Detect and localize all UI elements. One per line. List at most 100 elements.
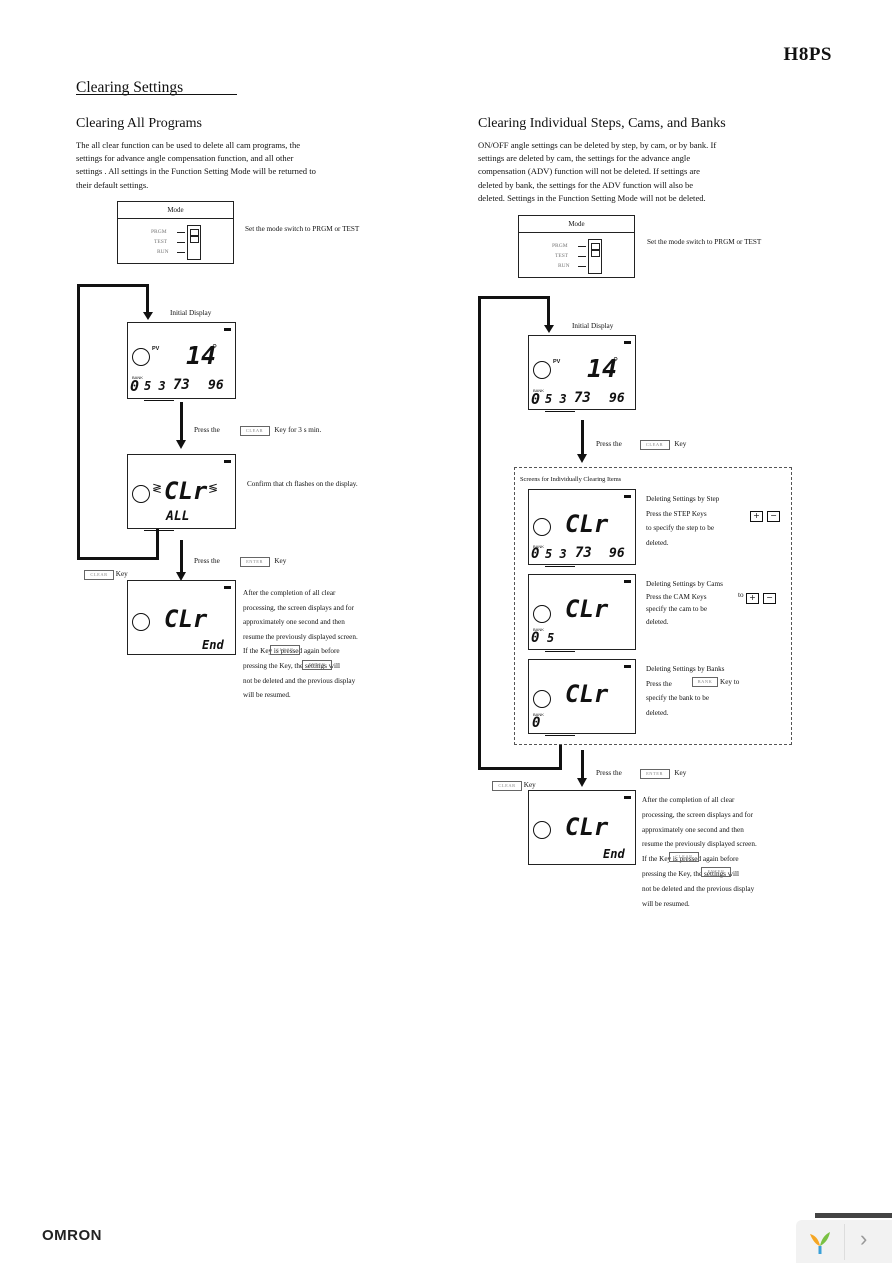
step2-suffix: Key bbox=[674, 769, 687, 777]
left-intro-line: settings . All settings in the Function … bbox=[76, 166, 316, 177]
step-keys: + − bbox=[750, 505, 780, 523]
cam-keys: + − bbox=[746, 587, 776, 605]
enter-key[interactable]: ENTER bbox=[639, 769, 670, 779]
bank-label: BANK bbox=[132, 375, 143, 380]
loop-line bbox=[478, 296, 481, 770]
loop-line bbox=[156, 528, 159, 560]
dial-icon bbox=[132, 485, 150, 503]
minus-key[interactable]: − bbox=[763, 593, 776, 604]
battery-icon bbox=[224, 328, 231, 331]
dial-icon bbox=[533, 361, 551, 379]
bank-key[interactable]: BANK bbox=[692, 677, 718, 687]
initial-display-label: Initial Display bbox=[170, 309, 212, 317]
lcd-clr-text: CLr bbox=[164, 605, 208, 633]
clear-key[interactable]: CLEAR bbox=[492, 781, 522, 791]
flash-indicator-icon: ≶ bbox=[208, 481, 219, 495]
arrow-down-icon bbox=[577, 454, 587, 463]
lcd-clr-text: CLr bbox=[565, 680, 609, 708]
arrow-down-icon bbox=[544, 325, 554, 333]
after-line: processing, the screen displays and for bbox=[243, 603, 354, 612]
minus-key[interactable]: − bbox=[767, 511, 780, 522]
nav-bar-strip bbox=[815, 1213, 892, 1218]
by-bank-line: Deleting Settings by Banks bbox=[646, 665, 725, 673]
flash-indicator-icon: ≷ bbox=[152, 481, 163, 495]
step1-prefix: Press the bbox=[596, 440, 622, 448]
step1-suffix: Key bbox=[674, 440, 687, 448]
mode-run-label: RUN bbox=[558, 263, 570, 269]
arrow-down-icon bbox=[176, 440, 186, 449]
step1-text: Press the CLEAR Key bbox=[596, 439, 686, 450]
enter-key[interactable]: ENTER bbox=[701, 867, 731, 877]
mode-test-label: TEST bbox=[154, 239, 168, 245]
battery-icon bbox=[624, 495, 631, 498]
battery-icon bbox=[624, 665, 631, 668]
lcd-main-value: 14 bbox=[587, 354, 618, 383]
lcd-step-digits: 73 bbox=[575, 545, 592, 561]
mode-title: Mode bbox=[519, 216, 634, 233]
clear-key[interactable]: CLEAR bbox=[84, 570, 114, 580]
pv-label: PV bbox=[152, 346, 160, 352]
lcd-bank-digit: 0 bbox=[532, 715, 541, 731]
lcd-keys-marker bbox=[144, 527, 174, 531]
loop-key-text: CLEAR Key bbox=[492, 780, 536, 791]
by-cam-line: deleted. bbox=[646, 617, 669, 626]
dial-icon bbox=[533, 821, 551, 839]
clear-key[interactable]: CLEAR bbox=[270, 645, 300, 655]
loop-line bbox=[559, 745, 562, 770]
mode-switch[interactable] bbox=[588, 239, 602, 274]
lcd-end-text: End bbox=[202, 638, 224, 652]
by-cam-line: Deleting Settings by Cams bbox=[646, 580, 723, 588]
mode-switch[interactable] bbox=[187, 225, 201, 260]
left-intro: The all clear function can be used to de… bbox=[76, 139, 376, 192]
confirm-text: Confirm that ch flashes on the display. bbox=[247, 480, 358, 488]
omron-logo: OMRON bbox=[42, 1227, 102, 1244]
clear-key[interactable]: CLEAR bbox=[239, 426, 270, 436]
after-line: If the Key is pressed again before bbox=[243, 647, 340, 656]
app-logo-icon[interactable] bbox=[804, 1226, 836, 1258]
lcd-step-digits: 73 bbox=[574, 390, 591, 406]
bank-label: BANK bbox=[533, 388, 544, 393]
dial-icon bbox=[533, 605, 551, 623]
step2-text: Press the ENTER Key bbox=[596, 768, 686, 779]
clear-key[interactable]: CLEAR bbox=[669, 852, 699, 862]
lcd-clr-text: CLr bbox=[565, 595, 609, 623]
lcd-clear-cam: CLr BANK 0 5 bbox=[528, 574, 636, 650]
lcd-clear-all: ≷ CLr ≶ ALL bbox=[127, 454, 236, 529]
lcd-step-digits: 73 bbox=[173, 377, 190, 393]
right-intro: ON/OFF angle settings can be deleted by … bbox=[478, 139, 798, 205]
by-cam-text: Deleting Settings by Cams Press the CAM … bbox=[646, 578, 723, 628]
by-step-text: Deleting Settings by Step Press the STEP… bbox=[646, 492, 719, 550]
lcd-cam-digits: 5 3 bbox=[144, 379, 166, 393]
mode-switch-panel: Mode PRGM TEST RUN bbox=[117, 201, 234, 264]
flow-arrow bbox=[581, 750, 584, 780]
by-bank-line: specify the bank to be bbox=[646, 694, 710, 702]
by-cam-line: Press the CAM Keys bbox=[646, 592, 707, 601]
enter-key[interactable]: ENTER bbox=[302, 660, 332, 670]
by-bank-suffix: Key to bbox=[720, 678, 740, 686]
step2-prefix: Press the bbox=[596, 769, 622, 777]
plus-key[interactable]: + bbox=[746, 593, 759, 604]
arrow-down-icon bbox=[176, 572, 186, 581]
plus-key[interactable]: + bbox=[750, 511, 763, 522]
after-line: resume the previously displayed screen. bbox=[243, 632, 358, 641]
lcd-cam-digits: 5 3 bbox=[545, 547, 567, 561]
lcd-cam-digits: 5 bbox=[547, 631, 555, 645]
loop-line bbox=[146, 284, 149, 314]
after-line: not be deleted and the previous display bbox=[642, 884, 755, 893]
next-page-icon[interactable]: › bbox=[860, 1226, 868, 1251]
lcd-clear-bank: CLr BANK 0 bbox=[528, 659, 636, 734]
by-step-line: Press the STEP Keys bbox=[646, 509, 707, 518]
lcd-keys-marker bbox=[545, 563, 575, 567]
enter-key[interactable]: ENTER bbox=[239, 557, 270, 567]
right-intro-line: deleted. Settings in the Function Settin… bbox=[478, 192, 706, 203]
after-line: approximately one second and then bbox=[642, 825, 744, 834]
product-code: H8PS bbox=[783, 44, 832, 65]
after-line: will be resumed. bbox=[642, 899, 690, 908]
after-line: processing, the screen displays and for bbox=[642, 810, 753, 819]
lcd-main-value: 14 bbox=[186, 341, 217, 370]
dial-icon bbox=[533, 518, 551, 536]
lcd-keys-marker bbox=[545, 648, 575, 652]
lcd-bank-digit: 0 bbox=[130, 377, 140, 395]
screens-title: Screens for Individually Clearing Items bbox=[520, 476, 622, 483]
clear-key[interactable]: CLEAR bbox=[639, 440, 670, 450]
